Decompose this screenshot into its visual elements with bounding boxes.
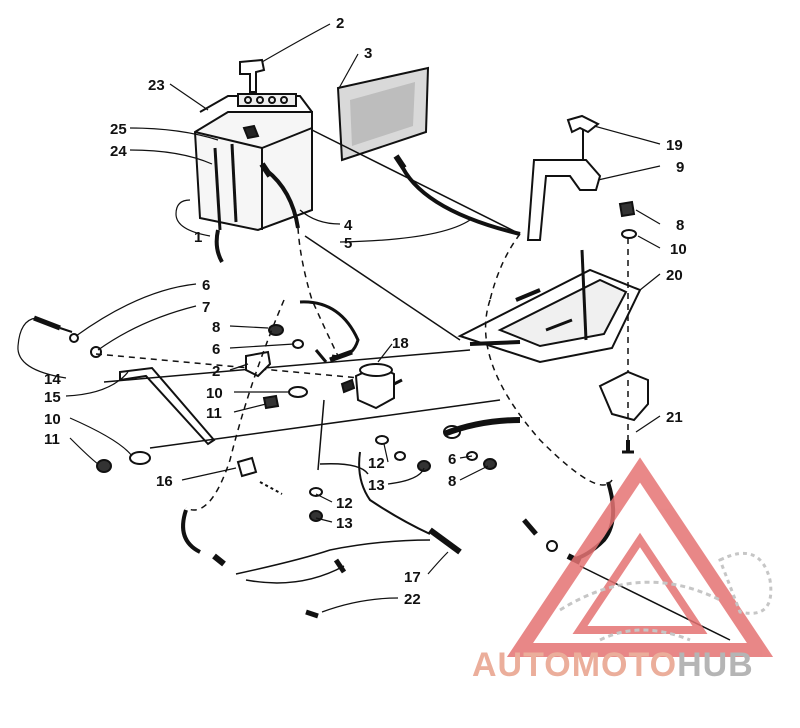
callout-label: 6 — [212, 341, 220, 358]
rubber-mount — [598, 238, 649, 454]
callout-label: 8 — [212, 319, 220, 336]
callout-label: 21 — [666, 409, 683, 426]
callout-label: 13 — [368, 477, 385, 494]
callout-label: 23 — [148, 77, 165, 94]
callout-labels: 1 2 3 4 5 6 7 8 2 6 10 11 8 9 10 19 20 2… — [44, 15, 687, 608]
decal-plate — [336, 66, 430, 162]
callout-label: 10 — [44, 411, 61, 428]
callout-label: 24 — [110, 143, 127, 160]
battery-cables — [259, 129, 521, 361]
callout-label: 12 — [336, 495, 353, 512]
cross-bar — [33, 315, 521, 449]
callout-label: 2 — [336, 15, 344, 32]
callout-label: 13 — [336, 515, 353, 532]
callout-label: 3 — [364, 45, 372, 62]
watermark-logo: AUTOMOTOHUB — [472, 457, 774, 684]
solenoid — [340, 363, 403, 410]
callout-label: 18 — [392, 335, 409, 352]
callout-label: 19 — [666, 137, 683, 154]
callout-label: 8 — [676, 217, 684, 234]
callout-label: 17 — [404, 569, 421, 586]
battery-cap — [239, 58, 266, 93]
watermark-text: AUTOMOTOHUB — [472, 646, 754, 684]
hardware-left — [96, 324, 497, 522]
hold-down-bracket — [526, 114, 602, 241]
callout-label: 11 — [206, 405, 222, 422]
callout-label: 25 — [110, 121, 127, 138]
callout-label: 7 — [202, 299, 210, 316]
callout-label: 6 — [202, 277, 210, 294]
callout-label: 11 — [44, 431, 60, 448]
callout-label: 4 — [344, 217, 353, 234]
callout-label: 10 — [670, 241, 687, 258]
callout-leaders — [17, 23, 661, 613]
callout-label: 8 — [448, 473, 456, 490]
callout-label: 1 — [194, 229, 202, 246]
callout-label: 2 — [212, 363, 220, 380]
callout-label: 16 — [156, 473, 173, 490]
callout-label: 10 — [206, 385, 223, 402]
battery-tray — [457, 249, 642, 364]
callout-label: 6 — [448, 451, 456, 468]
nut-washer-right — [618, 200, 637, 239]
callout-label: 15 — [44, 389, 61, 406]
callout-label: 20 — [666, 267, 683, 284]
callout-label: 12 — [368, 455, 385, 472]
callout-label: 14 — [44, 371, 61, 388]
battery — [193, 93, 313, 263]
wiring-harness — [181, 299, 613, 619]
callout-label: 5 — [344, 235, 352, 252]
callout-label: 9 — [676, 159, 684, 176]
callout-label: 22 — [404, 591, 421, 608]
